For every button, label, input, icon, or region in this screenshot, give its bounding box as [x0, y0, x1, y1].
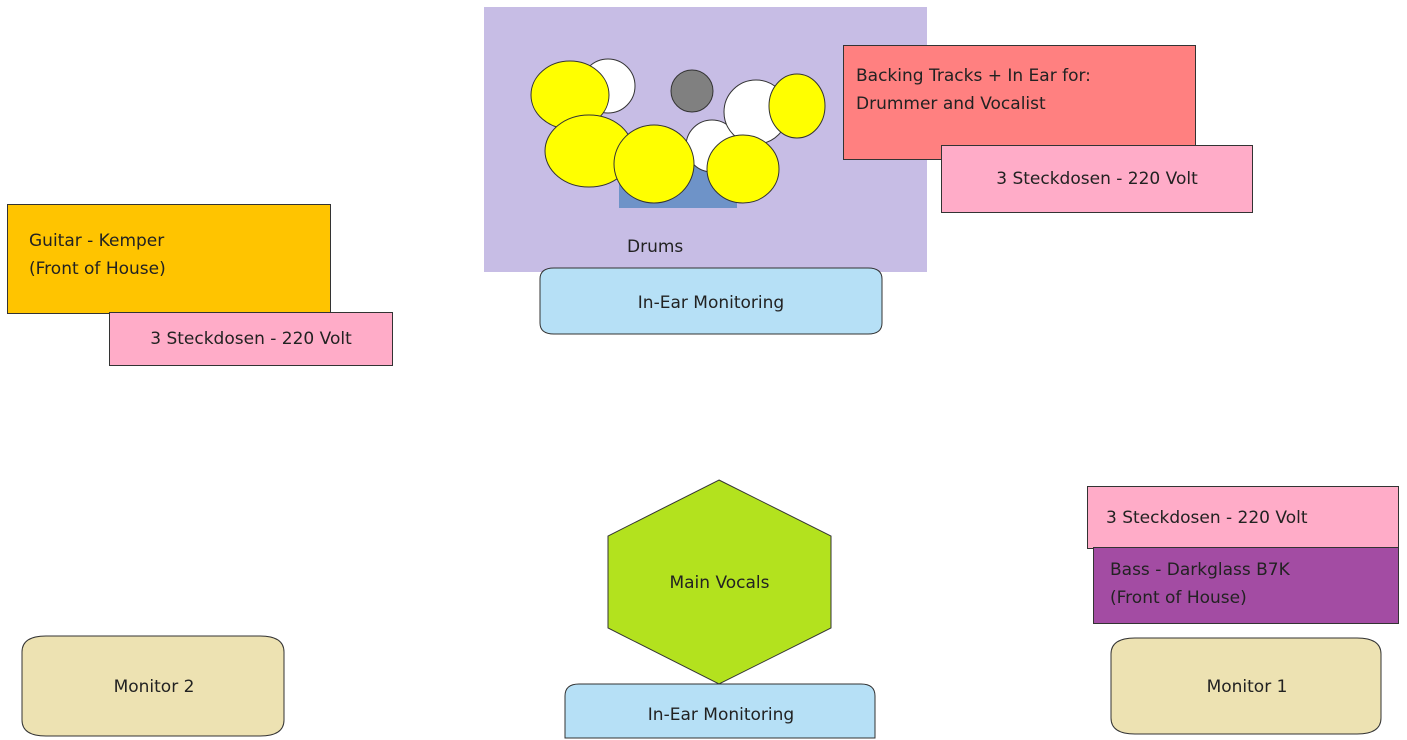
guitar-box: Guitar - Kemper (Front of House)	[7, 204, 331, 314]
guitar-line1: Guitar - Kemper	[29, 231, 165, 251]
bass-line2: (Front of House)	[1110, 588, 1247, 608]
bass-box: Bass - Darkglass B7K (Front of House)	[1093, 547, 1399, 624]
hihat	[670, 69, 714, 113]
cymbal-center	[613, 124, 695, 204]
iem-drums-label: In-Ear Monitoring	[637, 293, 785, 313]
monitor1-shape	[1110, 637, 1382, 735]
iem-vocals-shape	[564, 683, 876, 739]
drums-label: Drums	[627, 237, 684, 257]
power-guitar-label: 3 Steckdosen - 220 Volt	[150, 329, 352, 349]
power-bass-label: 3 Steckdosen - 220 Volt	[1106, 507, 1308, 528]
bass-line1: Bass - Darkglass B7K	[1110, 560, 1290, 580]
power-bass-box: 3 Steckdosen - 220 Volt	[1087, 486, 1399, 549]
monitor2-label: Monitor 2	[113, 677, 195, 697]
iem-vocals-label: In-Ear Monitoring	[647, 705, 795, 725]
backing-tracks-line1: Backing Tracks + In Ear for:	[856, 66, 1091, 86]
iem-drums-shape	[539, 267, 883, 335]
power-guitar-box: 3 Steckdosen - 220 Volt	[109, 312, 393, 366]
backing-tracks-line2: Drummer and Vocalist	[856, 94, 1046, 114]
monitor1-label: Monitor 1	[1206, 677, 1288, 697]
monitor2-shape	[21, 635, 285, 737]
power-drums-label: 3 Steckdosen - 220 Volt	[996, 169, 1198, 189]
guitar-line2: (Front of House)	[29, 259, 166, 279]
vocals-label: Main Vocals	[669, 573, 770, 593]
backing-tracks-box: Backing Tracks + In Ear for: Drummer and…	[843, 45, 1196, 160]
power-drums-box: 3 Steckdosen - 220 Volt	[941, 145, 1253, 213]
cymbal-right	[706, 134, 780, 204]
cymbal-top-right	[768, 73, 826, 139]
